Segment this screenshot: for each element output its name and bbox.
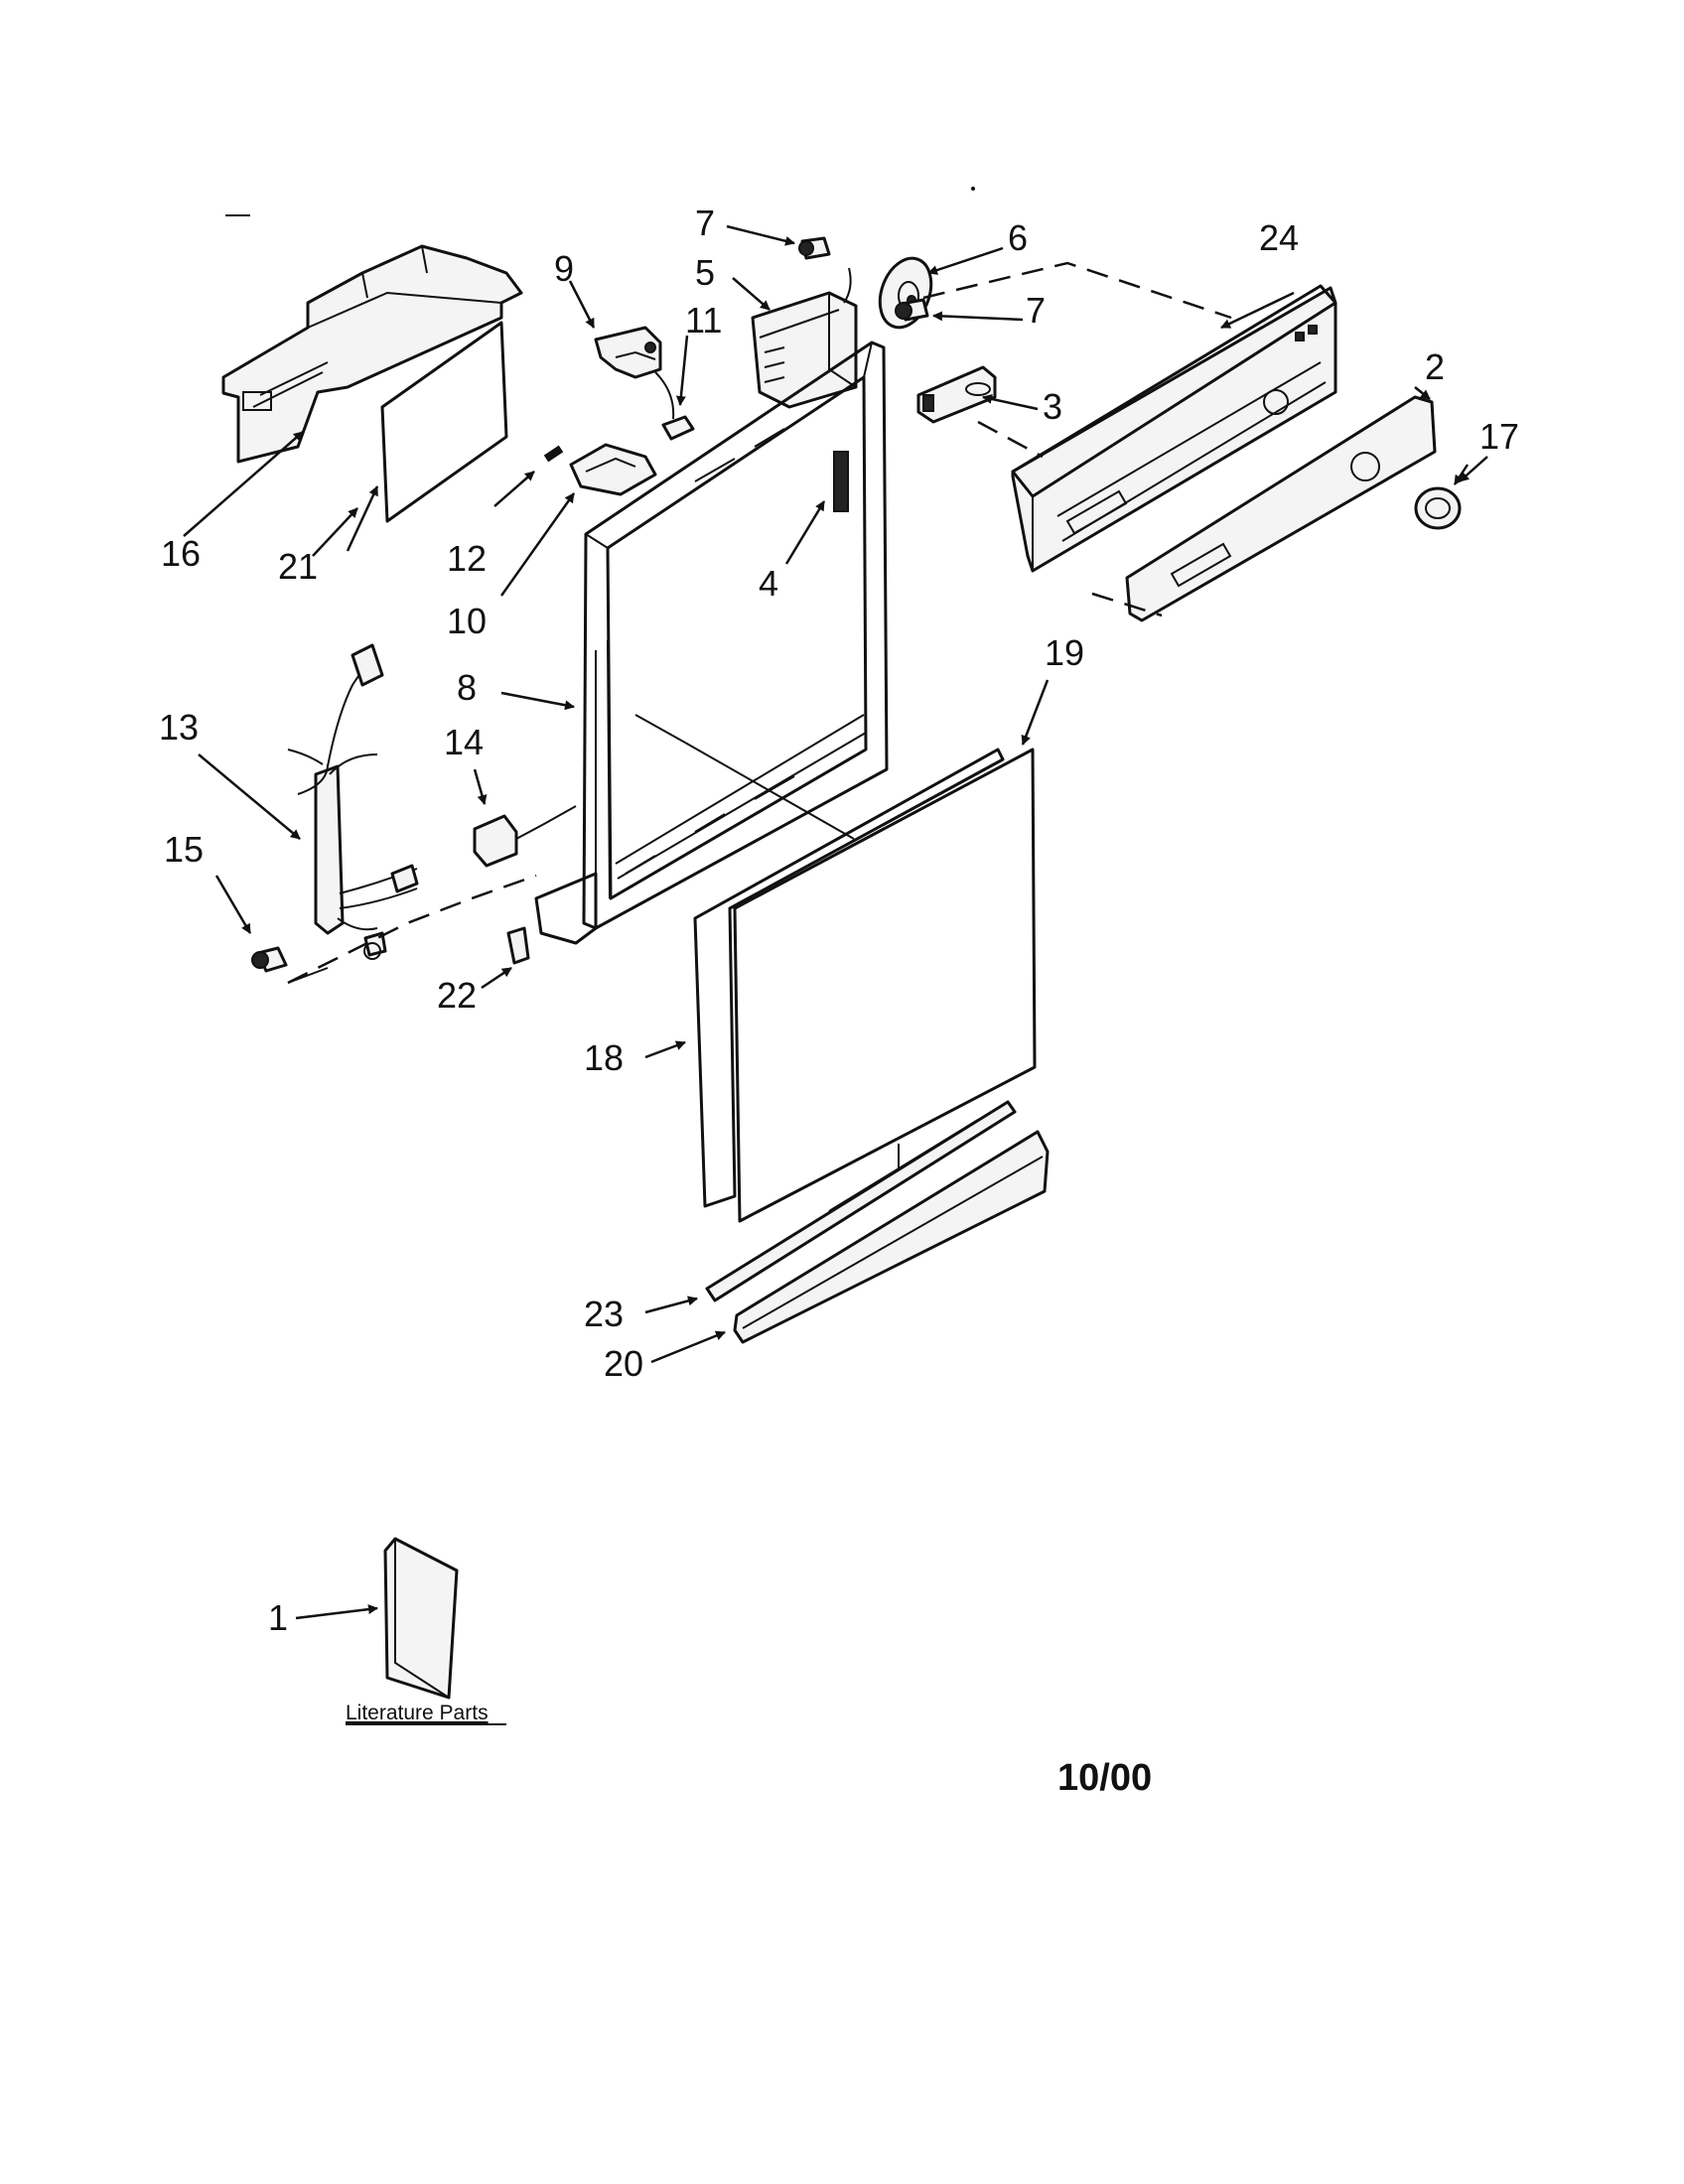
callout-19: 19 [1045, 632, 1084, 673]
callout-10: 10 [447, 601, 487, 641]
callout-7-lower: 7 [1026, 290, 1046, 331]
callout-11: 11 [685, 300, 722, 341]
callout-4: 4 [759, 563, 778, 604]
callout-9: 9 [554, 248, 574, 289]
callout-2: 2 [1425, 346, 1445, 387]
part-22-clip [506, 926, 530, 965]
part-23-trim [705, 1100, 1017, 1302]
callout-5: 5 [695, 252, 715, 293]
part-19-door-panel [733, 748, 1037, 1223]
part-21-sheet [380, 321, 508, 523]
part-14-plug [473, 805, 577, 868]
callout-7-upper: 7 [695, 203, 715, 243]
assembly-lines [287, 261, 1232, 985]
part-7-screw-lower [895, 298, 929, 322]
callout-21: 21 [278, 546, 318, 587]
part-17-knob [1414, 486, 1462, 530]
part-12-clip [543, 445, 564, 463]
part-20-bottom-trim [733, 1130, 1050, 1344]
callout-8: 8 [457, 667, 477, 708]
part-13-wire-harness [287, 643, 419, 960]
part-16-control-housing [221, 244, 523, 464]
callout-18: 18 [584, 1037, 624, 1078]
part-3-latch [916, 365, 997, 424]
callout-14: 14 [444, 722, 484, 762]
callout-17: 17 [1479, 416, 1519, 457]
callout-13: 13 [159, 707, 199, 748]
part-24-console [1011, 284, 1337, 573]
callout-20: 20 [604, 1343, 643, 1384]
part-9-switch [594, 326, 662, 379]
part-2-panel [1125, 395, 1437, 622]
callout-12: 12 [447, 538, 487, 579]
callout-23: 23 [584, 1294, 624, 1334]
part-8-door-frame [534, 341, 889, 945]
part-5-timer [751, 267, 858, 409]
part-6-hub [878, 256, 933, 330]
stray-dot [971, 187, 975, 191]
callout-6: 6 [1008, 217, 1028, 258]
part-7-screw-upper [798, 236, 831, 260]
part-18-spacer [693, 748, 1005, 1208]
date-code: 10/00 [1057, 1757, 1152, 1799]
callout-16: 16 [161, 533, 201, 574]
part-1-literature [383, 1537, 459, 1700]
callout-labels: 7 6 24 5 9 7 11 2 3 17 16 21 12 4 10 19 … [159, 203, 1519, 1638]
callout-1: 1 [268, 1597, 288, 1638]
callout-15: 15 [164, 829, 204, 870]
callout-22: 22 [437, 975, 477, 1016]
leader-lines [183, 224, 1488, 1620]
literature-parts-label: Literature Parts [346, 1702, 489, 1724]
callout-3: 3 [1043, 386, 1062, 427]
part-10-bracket [569, 443, 657, 496]
callout-24: 24 [1259, 217, 1299, 258]
part-15-screw [251, 946, 288, 973]
part-11-connector [654, 371, 695, 441]
